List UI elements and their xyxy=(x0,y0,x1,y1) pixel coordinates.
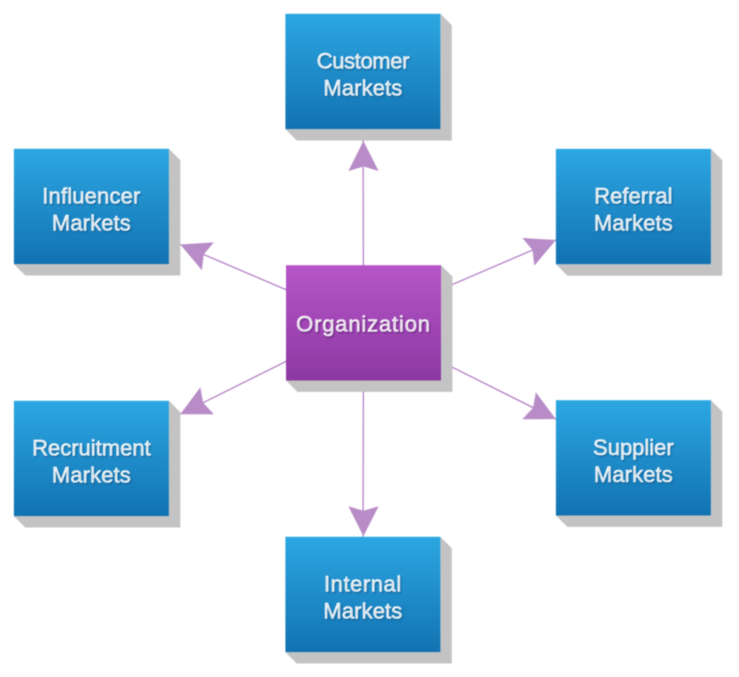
svg-text:Markets: Markets xyxy=(52,211,131,236)
svg-text:Recruitment: Recruitment xyxy=(32,435,151,460)
svg-text:Referral: Referral xyxy=(594,184,672,209)
svg-text:Internal: Internal xyxy=(324,571,402,596)
svg-text:Markets: Markets xyxy=(594,462,673,487)
svg-text:Supplier: Supplier xyxy=(593,435,674,460)
svg-text:Customer: Customer xyxy=(317,49,409,74)
svg-text:Markets: Markets xyxy=(52,462,131,487)
svg-text:Markets: Markets xyxy=(594,211,673,236)
svg-text:Organization: Organization xyxy=(296,312,431,337)
svg-text:Markets: Markets xyxy=(323,76,402,101)
svg-text:Markets: Markets xyxy=(323,598,402,623)
svg-text:Influencer: Influencer xyxy=(42,184,140,209)
